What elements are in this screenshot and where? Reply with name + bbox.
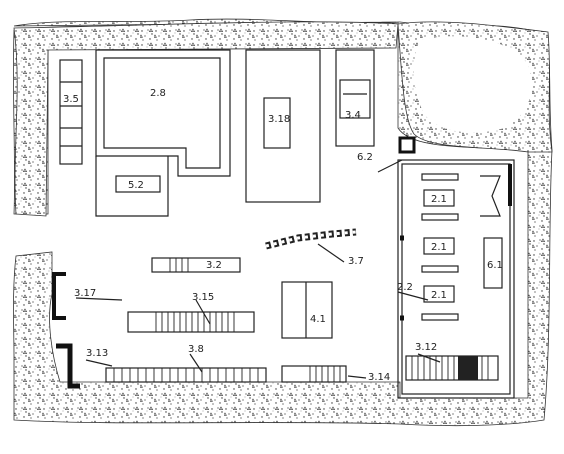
label-3-17: 3.17 [74,288,96,299]
label-2-1-a: 2.1 [431,194,447,205]
vegetation-border [13,18,553,427]
marker-6-2: 6.2 [357,136,416,173]
label-3-13: 3.13 [86,348,108,359]
label-3-2: 3.2 [206,260,222,271]
building-3-2: 3.2 [151,257,241,273]
label-3-4: 3.4 [345,110,361,121]
building-3-12: 3.12 [405,342,499,381]
building-3-5: 3.5 [59,59,83,165]
label-6-1: 6.1 [487,260,503,271]
building-3-8: 3.8 [105,344,267,383]
bracket-3-17: 3.17 [52,272,123,320]
building-5-2: 5.2 [95,156,169,217]
label-2-8: 2.8 [150,88,166,99]
structure-3-7: 3.7 [265,228,364,267]
label-2-1-c: 2.1 [431,290,447,301]
building-2-2: 2.1 2.1 2.1 6.1 2.2 [397,159,515,399]
label-4-1: 4.1 [310,314,326,325]
label-3-7: 3.7 [348,256,364,267]
label-2-2: 2.2 [397,282,413,293]
label-3-12: 3.12 [415,342,437,353]
building-3-18: 3.18 [245,49,321,203]
label-3-5: 3.5 [63,94,79,105]
building-2-8: 2.8 [95,49,231,177]
building-4-1: 4.1 [281,281,333,339]
label-2-1-b: 2.1 [431,242,447,253]
label-3-18: 3.18 [268,114,290,125]
label-3-15: 3.15 [192,292,214,303]
bracket-3-13: 3.13 [56,343,113,389]
building-3-14: 3.14 [281,365,390,383]
label-5-2: 5.2 [128,180,144,191]
building-3-15: 3.15 [127,292,255,333]
label-3-8: 3.8 [188,344,204,355]
label-6-2: 6.2 [357,152,373,163]
court-3-4: 3.4 [335,49,375,147]
label-3-14: 3.14 [368,372,390,383]
